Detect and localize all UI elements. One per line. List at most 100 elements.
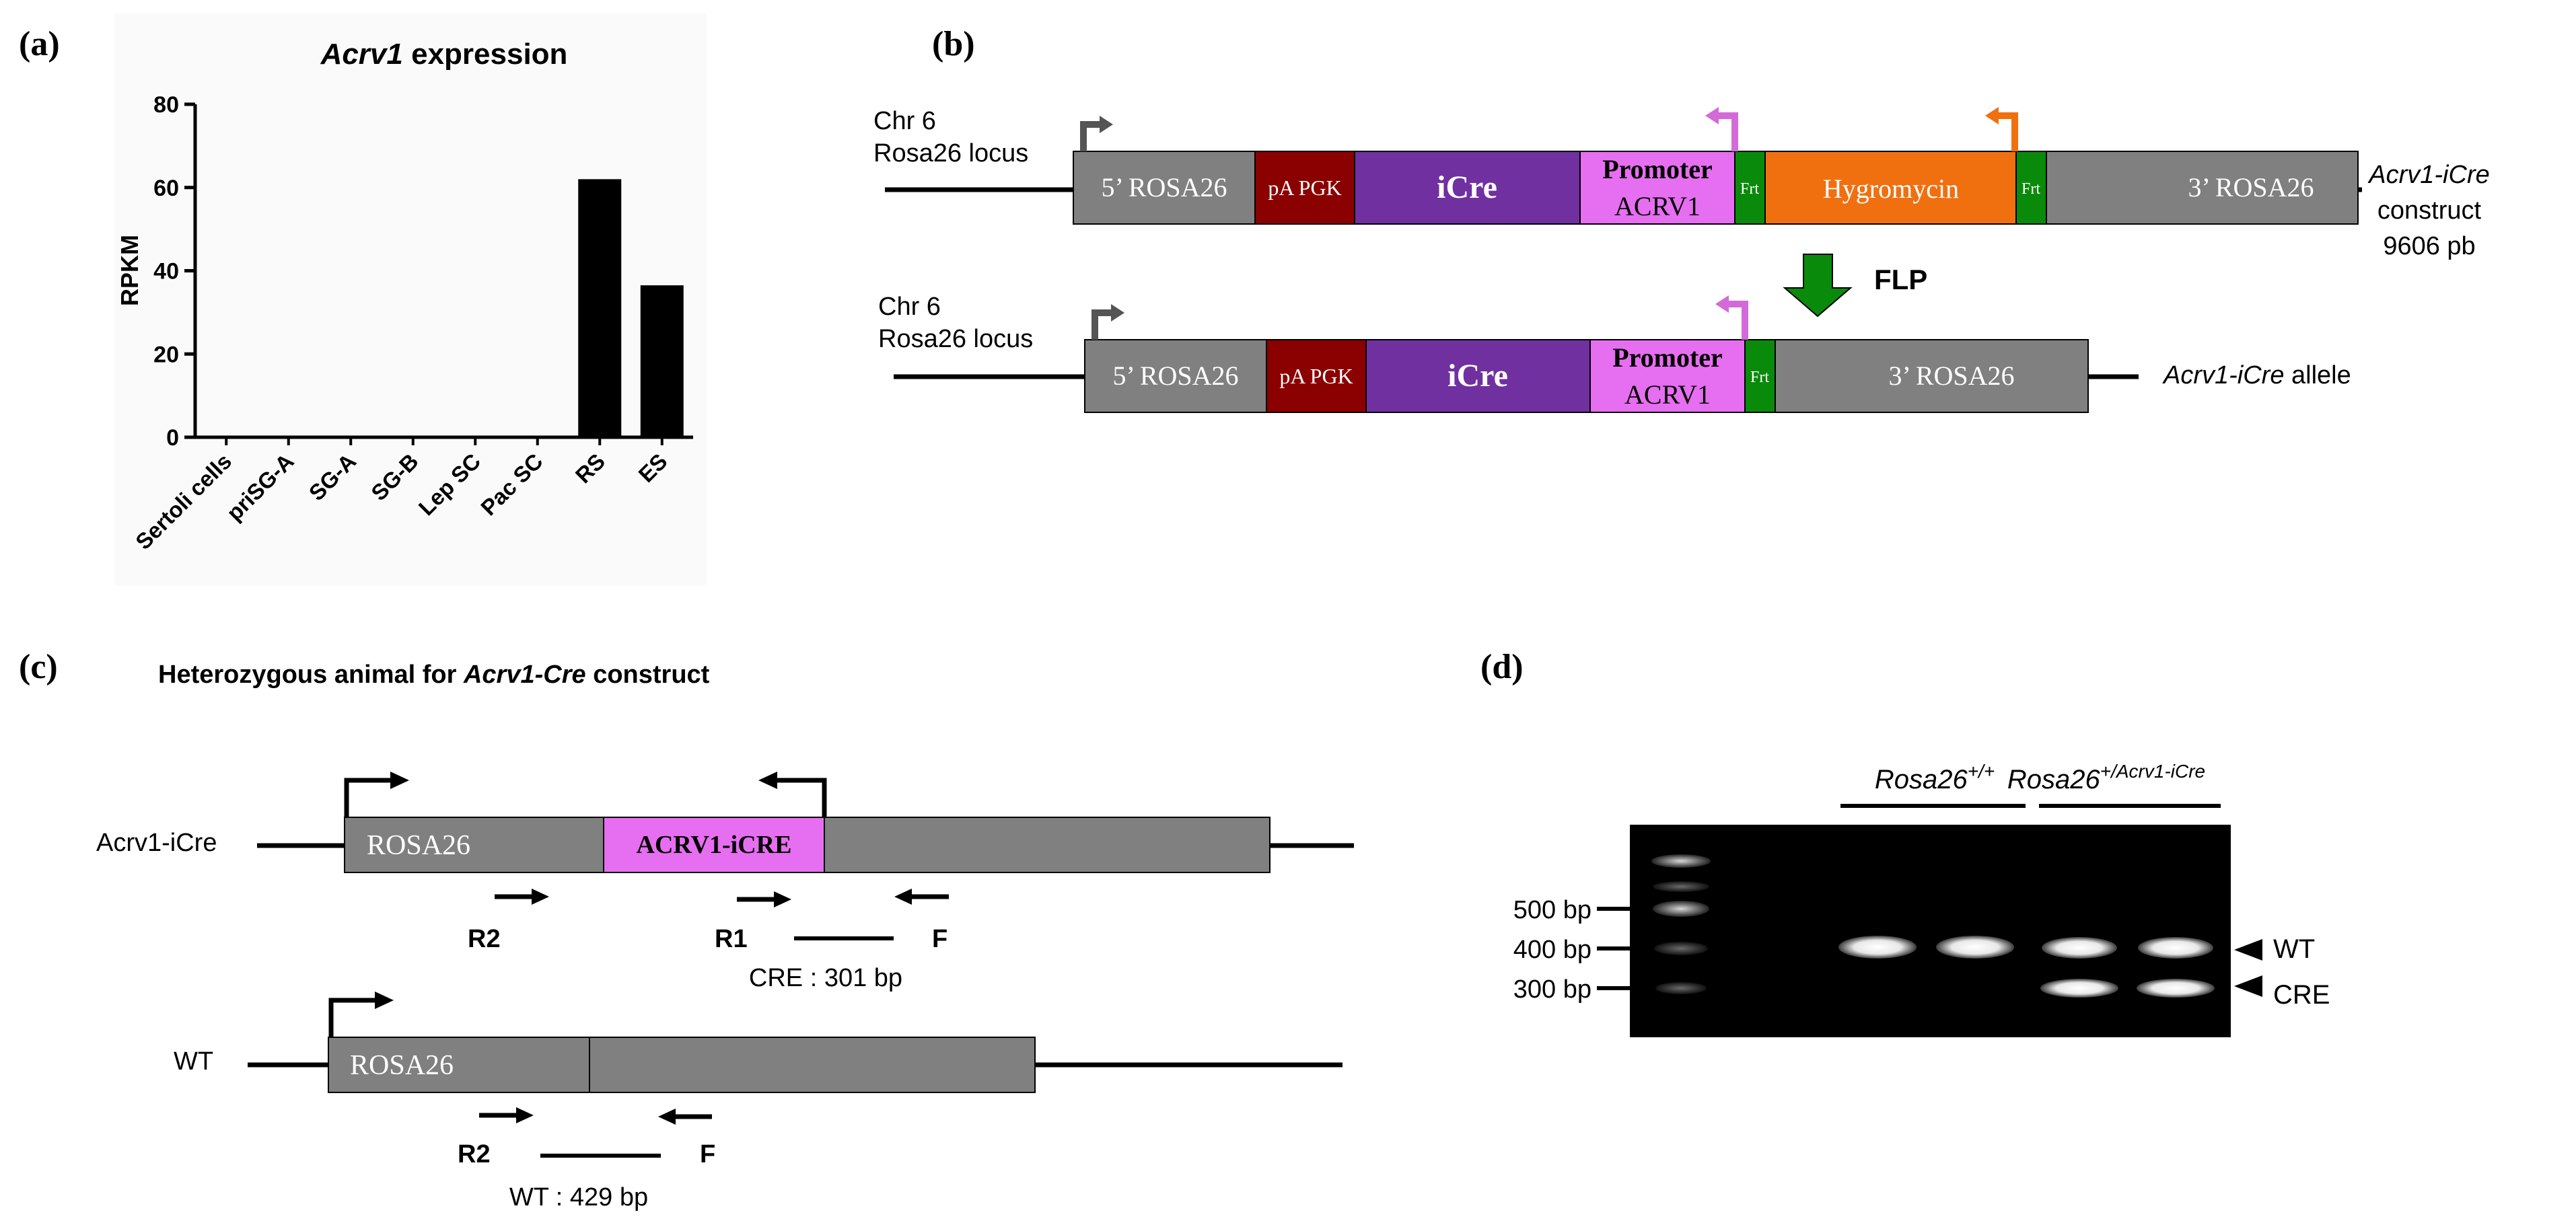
panel-d: Rosa26+/+ Rosa26+/Acrv1-iCre 500 bp 400 … [1513, 761, 2330, 1037]
gel-group1-sup: +/+ [1968, 761, 1995, 782]
row2-name-label: WT [174, 1047, 213, 1076]
flp-arrow [1783, 254, 1853, 318]
construct-block-pa-pgk-label: pA PGK [1268, 176, 1341, 200]
ladder-band [1651, 854, 1711, 868]
gel-group1-base: Rosa26 [1875, 765, 1968, 794]
construct-block-promoter-label-1: Promoter [1602, 154, 1713, 184]
row1-acrv1-icre-block [603, 817, 825, 873]
allele-block-3-rosa26 [1775, 339, 2089, 413]
allele-block-5-rosa26-label: 5’ ROSA26 [1112, 361, 1238, 391]
row1-primer-f-arrowhead [894, 889, 912, 905]
row1-primer-r2-arrowhead [532, 889, 549, 905]
construct-block-3-rosa26-label: 3’ ROSA26 [2188, 172, 2314, 202]
allele-rosa-promoter-arrow [1092, 309, 1114, 340]
wt-band-pointer [2234, 939, 2262, 961]
construct-rosa-promoter-arrow [1080, 121, 1102, 151]
panel-label-d: (d) [1480, 648, 1524, 686]
bar [640, 285, 684, 437]
bar [578, 179, 622, 437]
panel-b: Chr 6 Rosa26 locus 5’ ROSA26 pA PGK iCre… [873, 107, 2490, 413]
gel-lane2-wt-band [1936, 936, 2014, 959]
construct-chr-label: Chr 6 [873, 107, 936, 135]
ladder-band-500bp [1653, 901, 1709, 917]
row2-rosa-promoter-arrowhead [375, 992, 394, 1009]
row2-primer-r2-label: R2 [458, 1140, 491, 1168]
cre-band-label: CRE [2273, 980, 2330, 1010]
allele-acrv1-promoter-arrowhead [1715, 295, 1729, 313]
gel-group2-sup: +/Acrv1-iCre [2100, 761, 2205, 782]
bar [329, 436, 373, 437]
chart-title: Acrv1 expression [320, 38, 568, 71]
construct-block-3-rosa26 [2046, 151, 2359, 225]
chart-title-rest: expression [403, 38, 568, 71]
gel-lane3-wt-band [2042, 937, 2117, 959]
row1-acrv1-promoter-arrowhead [758, 772, 777, 789]
row2-primer-f-arrowhead [658, 1109, 676, 1125]
construct-block-promoter [1579, 151, 1736, 225]
ladder-band [1653, 881, 1709, 892]
row2-downstream-block [589, 1037, 1036, 1093]
construct-type-label: construct [2377, 196, 2482, 225]
row2-rosa-promoter-arrow [328, 998, 378, 1037]
allele-block-icre-label: iCre [1447, 358, 1508, 394]
row1-acrv1-icre-label: ACRV1-iCRE [637, 831, 792, 859]
chart-bars [205, 179, 684, 437]
marker-500bp-label: 500 bp [1513, 896, 1591, 924]
row2-primer-f-label: F [700, 1140, 715, 1168]
y-tick-label: 20 [153, 342, 179, 367]
allele-name-italic: Acrv1-iCre [2162, 361, 2284, 389]
row1-primer-f-label: F [932, 925, 947, 953]
bar [391, 436, 435, 437]
allele-locus-label: Rosa26 locus [878, 325, 1033, 353]
allele-name-rest: allele [2284, 361, 2351, 389]
gel-lane4-cre-band [2137, 979, 2215, 998]
row1-rosa-promoter-arrow [344, 778, 394, 817]
allele-name-label: Acrv1-iCre allele [2162, 361, 2351, 389]
allele-block-promoter-label-1: Promoter [1612, 342, 1723, 373]
row2-primer-r2-arrowhead [516, 1107, 534, 1123]
allele-block-pa-pgk [1266, 339, 1367, 413]
row2-rosa26-block [328, 1037, 590, 1093]
panel-label-a: (a) [19, 25, 60, 63]
wt-band-label: WT [2273, 934, 2315, 964]
panel-c-title-pre: Heterozygous animal for [158, 661, 464, 689]
gel-lane4-wt-band [2138, 937, 2213, 959]
row1-product-label: CRE : 301 bp [749, 964, 902, 992]
construct-hygro-promoter-arrow [1996, 112, 2018, 151]
row2-product-label: WT : 429 bp [509, 1183, 648, 1211]
construct-size-label: 9606 pb [2383, 232, 2475, 260]
gel-group2-base: Rosa26 [2007, 765, 2101, 794]
row1-rosa26-block [344, 817, 604, 873]
construct-block-frt-2-label: Frt [2022, 180, 2040, 198]
allele-acrv1-promoter-arrow [1726, 301, 1748, 340]
allele-block-promoter-label-2: ACRV1 [1624, 379, 1711, 410]
row1-primer-r1-arrowhead [774, 891, 791, 907]
construct-acrv1-promoter-arrow [1716, 112, 1738, 151]
construct-block-icre-label: iCre [1437, 170, 1497, 205]
bar [266, 436, 310, 437]
gel-group2-label: Rosa26+/Acrv1-iCre [2007, 761, 2205, 794]
y-tick-label: 0 [166, 425, 179, 451]
panel-label-c: (c) [19, 648, 58, 686]
row1-rosa-promoter-arrowhead [390, 772, 409, 789]
ladder-band-300bp [1655, 982, 1707, 994]
gel-image [1630, 825, 2231, 1037]
row1-primer-r2-label: R2 [468, 925, 501, 953]
panel-c-title-italic: Acrv1-Cre [463, 661, 586, 689]
construct-name-label: Acrv1-iCre [2367, 161, 2489, 189]
allele-block-frt-label: Frt [1750, 369, 1769, 386]
construct-block-promoter-label-2: ACRV1 [1614, 191, 1701, 221]
construct-acrv1-promoter-arrowhead [1705, 107, 1719, 124]
gel-lane1-wt-band [1838, 936, 1917, 959]
allele-block-3-rosa26-label: 3’ ROSA26 [1888, 361, 2014, 391]
construct-hygro-promoter-arrowhead [1985, 107, 1999, 124]
panel-c: Heterozygous animal for Acrv1-Cre constr… [96, 661, 1354, 1211]
allele-block-promoter [1589, 339, 1746, 413]
row1-rosa26-label: ROSA26 [367, 830, 470, 861]
y-tick-label: 80 [153, 92, 179, 118]
gel-lane3-cre-band [2040, 979, 2118, 998]
allele-block-5-rosa26 [1084, 339, 1267, 413]
